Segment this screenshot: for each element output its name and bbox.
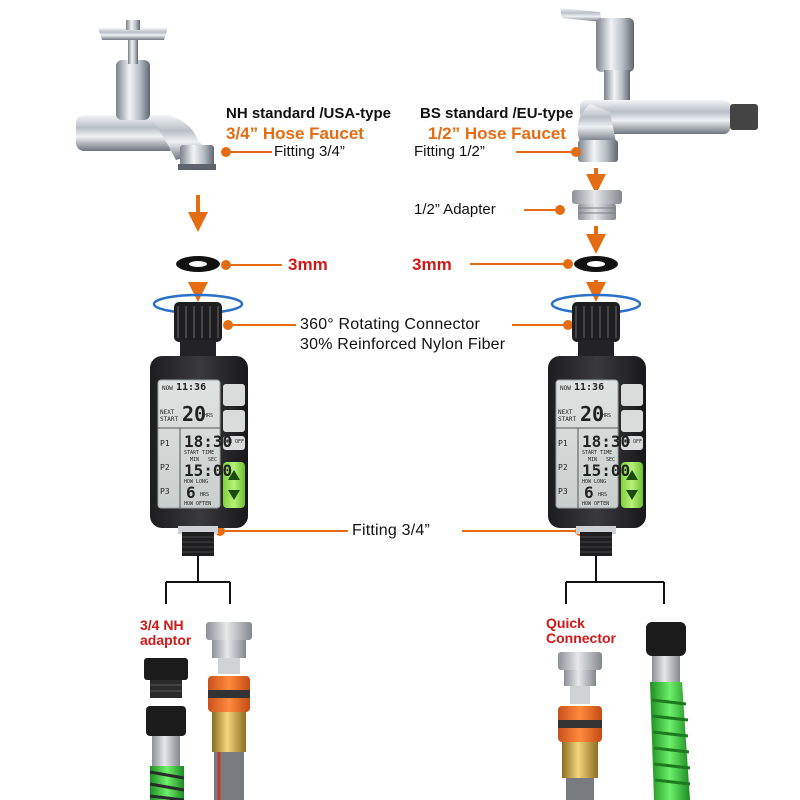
right-washer-label: 3mm (412, 255, 452, 274)
lcd-p3: P3 (160, 487, 170, 496)
lcd-p2: P2 (160, 463, 170, 472)
lcd-how-often-value: 6 (186, 483, 196, 502)
lcd-start-time-value: 18:30 (184, 432, 233, 451)
lcd-how-long-value: 15:00 (582, 461, 631, 480)
nh-adaptor-line2: adaptor (140, 632, 192, 648)
outlet-fitting-label: Fitting 3/4” (352, 522, 430, 539)
lcd-p1: P1 (160, 439, 170, 448)
lcd-how-long-label: HOW LONG (582, 479, 607, 485)
washer-icon (176, 256, 220, 272)
nh-adaptor-label: 3/4 NH adaptor (140, 618, 191, 648)
quick-connector-icon (206, 622, 252, 800)
quick-connector-line2: Connector (546, 630, 616, 646)
connector-line1: 360° Rotating Connector (300, 316, 480, 333)
lcd-p2: P2 (558, 463, 568, 472)
lcd-clock: 11:36 (176, 382, 207, 393)
lcd-next-value: 20 (182, 402, 207, 426)
lcd-now: NOW (162, 385, 173, 392)
right-faucet-icon (560, 8, 758, 162)
left-standard-label: NH standard /USA-type (226, 105, 392, 122)
quick-connector-icon (558, 652, 602, 800)
timer-icon (150, 293, 248, 556)
lcd-clock: 11:36 (574, 382, 605, 393)
lcd-next-unit: HRS (204, 413, 214, 419)
lcd-now: NOW (560, 385, 571, 392)
quick-connector-label: Quick Connector (546, 616, 616, 646)
lcd-on-off: ON OFF (226, 439, 245, 445)
lcd-how-often-label: HOW OFTEN (582, 501, 610, 507)
left-faucet-size-label: 3/4” Hose Faucet (226, 124, 364, 143)
lcd-next-start2: START (558, 416, 577, 423)
lcd-next-start: NEXT (558, 409, 573, 416)
nh-adaptor-line1: 3/4 NH (140, 617, 184, 633)
quick-connector-line1: Quick (546, 615, 585, 631)
lcd-next-start2: START (160, 416, 179, 423)
lcd-how-often-unit: HRS (200, 492, 210, 498)
lcd-next-unit: HRS (602, 413, 612, 419)
right-faucet-size-label: 1/2” Hose Faucet (428, 124, 566, 143)
hose-icon (146, 706, 186, 800)
lcd-start-time-label: START TIME (184, 450, 215, 456)
hose-icon (646, 622, 691, 800)
lcd-p3: P3 (558, 487, 568, 496)
lcd-how-long-min: MIN (588, 457, 598, 463)
lcd-how-often-label: HOW OFTEN (184, 501, 212, 507)
right-standard-label: BS standard /EU-type (420, 105, 574, 122)
lcd-how-long-sec: SEC (606, 457, 616, 463)
lcd-on-off: ON OFF (624, 439, 643, 445)
connector-line2: 30% Reinforced Nylon Fiber (300, 336, 506, 353)
left-washer-label: 3mm (288, 255, 328, 274)
left-faucet-icon (76, 20, 216, 170)
lcd-how-often-value: 6 (584, 483, 594, 502)
lcd-how-long-value: 15:00 (184, 461, 233, 480)
lcd-p1: P1 (558, 439, 568, 448)
lcd-next-start: NEXT (160, 409, 175, 416)
right-fitting-label: Fitting 1/2” (414, 143, 485, 160)
adapter-icon (572, 190, 622, 220)
nh-adaptor-icon (144, 658, 188, 698)
timer-icon (548, 293, 646, 556)
lcd-how-often-unit: HRS (598, 492, 608, 498)
left-fitting-label: Fitting 3/4” (274, 143, 345, 160)
lcd-start-time-value: 18:30 (582, 432, 631, 451)
adapter-label: 1/2” Adapter (414, 201, 496, 218)
lcd-start-time-label: START TIME (582, 450, 613, 456)
washer-icon (574, 256, 618, 272)
lcd-how-long-min: MIN (190, 457, 200, 463)
lcd-how-long-sec: SEC (208, 457, 218, 463)
lcd-how-long-label: HOW LONG (184, 479, 209, 485)
lcd-next-value: 20 (580, 402, 605, 426)
